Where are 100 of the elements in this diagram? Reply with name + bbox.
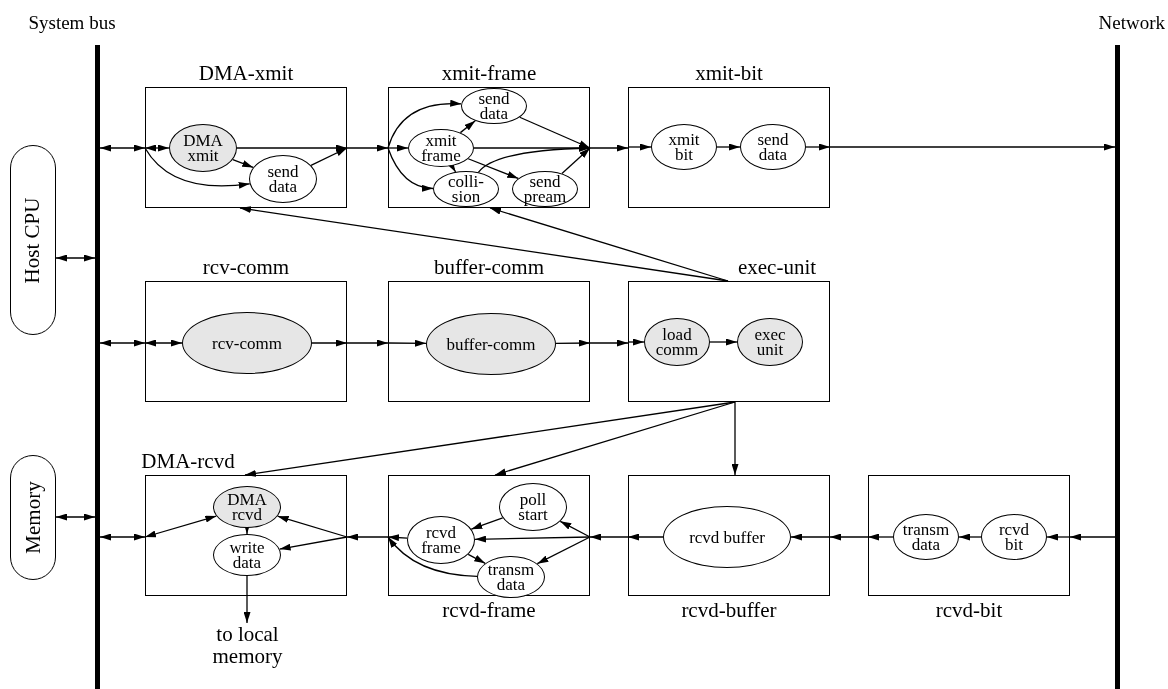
process-label: transm data (901, 522, 951, 552)
arrow (494, 401, 736, 477)
arrow (448, 164, 457, 173)
arrow (958, 533, 982, 541)
process-label: send data (756, 132, 790, 162)
arrow (99, 339, 146, 347)
process-label: poll start (517, 492, 549, 522)
process-label: xmit bit (667, 132, 701, 162)
module-title: DMA-rcvd (140, 449, 236, 473)
arrow (276, 514, 348, 538)
arrow (236, 144, 348, 152)
arrow (589, 144, 629, 152)
arrow (144, 144, 170, 152)
process-ellipse (407, 516, 475, 564)
arrow (1069, 533, 1116, 541)
device-label: Memory (20, 481, 46, 554)
process-label: buffer-comm (446, 336, 536, 352)
arrow (829, 143, 1116, 151)
process-label: rcv-comm (212, 335, 282, 351)
arrow (829, 533, 869, 541)
arrow (716, 143, 741, 151)
module-title: rcvd-frame (441, 598, 537, 622)
module-title: DMA-xmit (197, 61, 295, 85)
arrow (144, 147, 251, 189)
process-ellipse (433, 171, 499, 207)
arrow (561, 147, 591, 175)
process-label: write data (228, 540, 266, 570)
destination-label: to local memory (195, 623, 300, 667)
arrow (387, 536, 478, 577)
arrow (279, 536, 348, 552)
arrow (310, 147, 348, 167)
arrow (387, 144, 409, 152)
arrow (589, 533, 629, 541)
module-title: exec-unit (736, 255, 818, 279)
arrow (477, 144, 591, 173)
arrow (459, 120, 476, 134)
process-ellipse (737, 318, 803, 366)
module-title: rcvd-bit (934, 598, 1004, 622)
arrow (467, 553, 486, 564)
arrow (731, 401, 739, 476)
arrow (55, 254, 96, 262)
arrow (627, 533, 664, 541)
process-ellipse (408, 129, 474, 167)
arrow (474, 535, 591, 543)
module-title: xmit-bit (694, 61, 764, 85)
process-ellipse (477, 556, 545, 598)
process-label: transm data (486, 562, 536, 592)
process-label: DMA xmit (182, 133, 224, 163)
arrow (243, 575, 251, 624)
device-box (10, 455, 56, 580)
process-label: xmit frame (420, 133, 462, 163)
arrow (1046, 533, 1071, 541)
arrow (555, 339, 591, 347)
process-ellipse (461, 88, 527, 124)
arrow (144, 514, 217, 539)
process-label: send data (266, 164, 300, 194)
arrow (232, 158, 254, 169)
arrow (489, 206, 729, 282)
arrow (99, 144, 146, 152)
arrow (144, 339, 183, 347)
arrow (387, 339, 427, 347)
process-ellipse (512, 171, 578, 207)
process-ellipse (499, 483, 567, 531)
module-title: rcvd-buffer (680, 598, 778, 622)
arrow (99, 533, 146, 541)
process-ellipse (169, 124, 237, 172)
arrow (790, 533, 831, 541)
arrow (519, 116, 591, 149)
arrow (346, 533, 389, 541)
arrow (311, 339, 348, 347)
arrow (387, 100, 462, 149)
device-label: Host CPU (20, 197, 46, 283)
arrow (627, 338, 645, 346)
bus-label: Network (1097, 12, 1165, 34)
process-label: send pream (522, 174, 568, 204)
process-label: rcvd frame (420, 525, 462, 555)
process-ellipse (644, 318, 710, 366)
process-label: DMA rcvd (226, 492, 268, 522)
arrow (243, 527, 251, 535)
arrow (589, 339, 629, 347)
arrow (805, 143, 831, 151)
arrow (387, 147, 434, 192)
process-ellipse (213, 486, 281, 528)
bus-label: System bus (27, 12, 117, 34)
process-ellipse (249, 155, 317, 203)
module-title: xmit-frame (440, 61, 538, 85)
process-label: rcvd buffer (689, 529, 765, 545)
arrow (559, 520, 591, 538)
process-label: send data (477, 91, 511, 121)
module-title: buffer-comm (433, 255, 545, 279)
arrow (346, 339, 389, 347)
device-box (10, 145, 56, 335)
arrow (867, 533, 894, 541)
process-label: colli- sion (447, 174, 485, 204)
arrow (346, 144, 389, 152)
process-label: rcvd bit (997, 522, 1031, 552)
arrow (709, 338, 738, 346)
arrow (627, 143, 652, 151)
arrow (387, 533, 408, 541)
module-title: rcv-comm (201, 255, 291, 279)
